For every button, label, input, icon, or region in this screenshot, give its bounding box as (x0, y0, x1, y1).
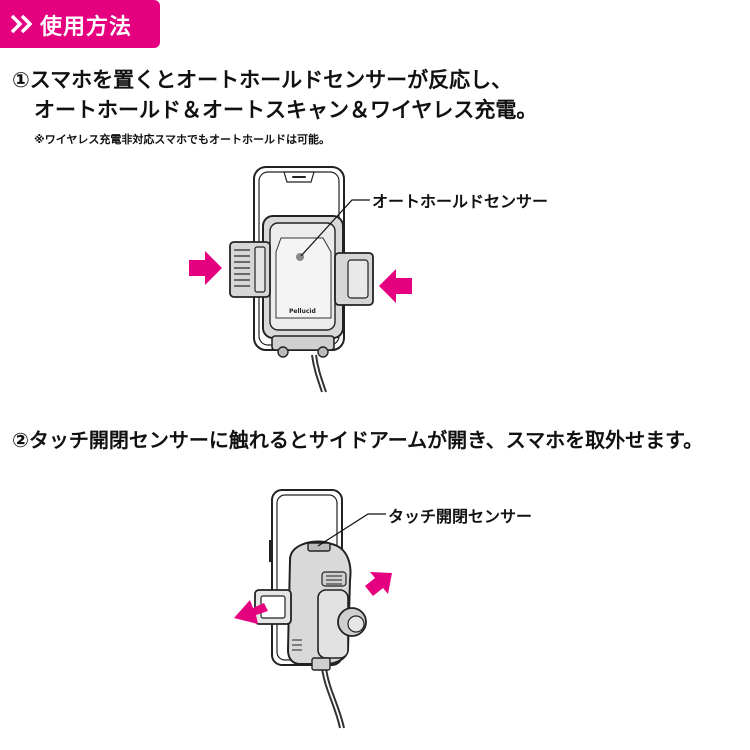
arrow-left-icon (379, 269, 412, 303)
callout-leader-line-2 (317, 513, 386, 547)
double-chevron-right-icon (10, 14, 33, 34)
section-title: 使用方法 (40, 15, 133, 40)
arrow-up-right-icon (365, 572, 392, 596)
callout-leader-line (300, 199, 370, 257)
touch-sensor (307, 542, 331, 552)
step2-instruction: ②タッチ開閉センサーに触れるとサイドアームが開き、スマホを取外せます。 (12, 428, 704, 452)
step1-instruction-line1: ①スマホを置くとオートホールドセンサーが反応し、 (12, 68, 513, 92)
step1-note: ※ワイヤレス充電非対応スマホでもオートホールドは可能。 (34, 133, 331, 146)
brand-logo: Pellucid (289, 308, 316, 315)
arrow-right-icon (189, 251, 222, 285)
auto-hold-sensor-label: オートホールドセンサー (372, 192, 549, 211)
section-header: 使用方法 (0, 0, 160, 48)
step1-instruction-line2: オートホールド＆オートスキャン＆ワイヤレス充電。 (34, 98, 538, 122)
arrow-down-left-icon (234, 600, 268, 624)
touch-sensor-label: タッチ開閉センサー (388, 507, 533, 526)
